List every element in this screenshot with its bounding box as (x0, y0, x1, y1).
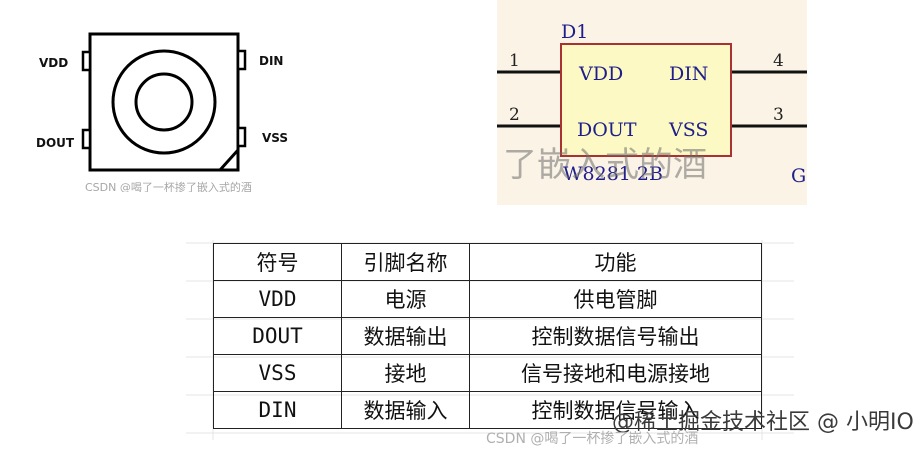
pin-name-dout: DOUT (577, 119, 637, 141)
cell-pin-name: 电源 (341, 280, 470, 318)
footer-brand-watermark: @稀土掘金技术社区 @ 小明IO (612, 410, 914, 435)
cell-pin-name: 数据输入 (341, 391, 470, 429)
pin-label-dout: DOUT (36, 136, 75, 150)
pin-number-3: 3 (773, 105, 784, 125)
table-header-row: 符号 引脚名称 功能 (213, 243, 762, 281)
part-number-label: W8281 2B (563, 163, 663, 185)
pin-tab-dout (81, 128, 92, 150)
cell-symbol: DOUT (213, 317, 342, 355)
cell-function: 信号接地和电源接地 (469, 354, 762, 392)
header-pin-name: 引脚名称 (341, 243, 470, 281)
pin-label-vdd: VDD (39, 56, 68, 70)
cell-pin-name: 数据输出 (341, 317, 470, 355)
schematic-watermark: 了嵌入式的酒 (503, 145, 707, 185)
cell-function: 供电管脚 (469, 280, 762, 318)
table-row: VSS 接地 信号接地和电源接地 (213, 354, 762, 392)
package-watermark: CSDN @喝了一杯掺了嵌入式的酒 (85, 180, 252, 192)
pin-tab-din (236, 49, 247, 71)
package-outer-circle (111, 49, 217, 155)
component-body (560, 43, 732, 157)
pin-name-din: DIN (669, 63, 708, 85)
cell-symbol: DIN (213, 391, 342, 429)
table-row: VDD 电源 供电管脚 (213, 280, 762, 318)
pin-tab-vdd (81, 50, 92, 72)
pin-label-din: DIN (259, 54, 283, 68)
table-row: DIN 数据输入 控制数据信号输入 (213, 391, 762, 429)
cell-symbol: VSS (213, 354, 342, 392)
cut-off-letter: G (791, 165, 806, 187)
pin-number-2: 2 (509, 105, 520, 125)
package-chamfer (218, 148, 240, 172)
pin-tab-vss (236, 126, 247, 148)
cell-function: 控制数据信号输入 (469, 391, 762, 429)
pin-name-vss: VSS (668, 119, 708, 141)
cell-pin-name: 接地 (341, 354, 470, 392)
pin-number-1: 1 (509, 51, 520, 71)
package-inner-circle (134, 72, 194, 132)
designator-label: D1 (561, 21, 588, 43)
pin-name-vdd: VDD (578, 63, 623, 85)
cell-symbol: VDD (213, 280, 342, 318)
schematic-symbol: D1 1 2 4 3 VDD DOUT DIN VSS W8281 2B G 了… (497, 0, 807, 205)
header-function: 功能 (469, 243, 762, 281)
pin-number-4: 4 (773, 51, 784, 71)
cell-function: 控制数据信号输出 (469, 317, 762, 355)
pin-label-vss: VSS (262, 131, 288, 145)
header-symbol: 符号 (213, 243, 342, 281)
footer-csdn-watermark: CSDN @喝了一杯掺了嵌入式的酒 (486, 431, 699, 447)
package-drawing: VDD DOUT DIN VSS CSDN @喝了一杯掺了嵌入式的酒 (36, 32, 288, 192)
pin-function-table: 符号 引脚名称 功能 VDD 电源 供电管脚 DOUT 数据输出 控制数据信号输… (213, 243, 762, 429)
table-row: DOUT 数据输出 控制数据信号输出 (213, 317, 762, 355)
package-body (88, 32, 240, 172)
